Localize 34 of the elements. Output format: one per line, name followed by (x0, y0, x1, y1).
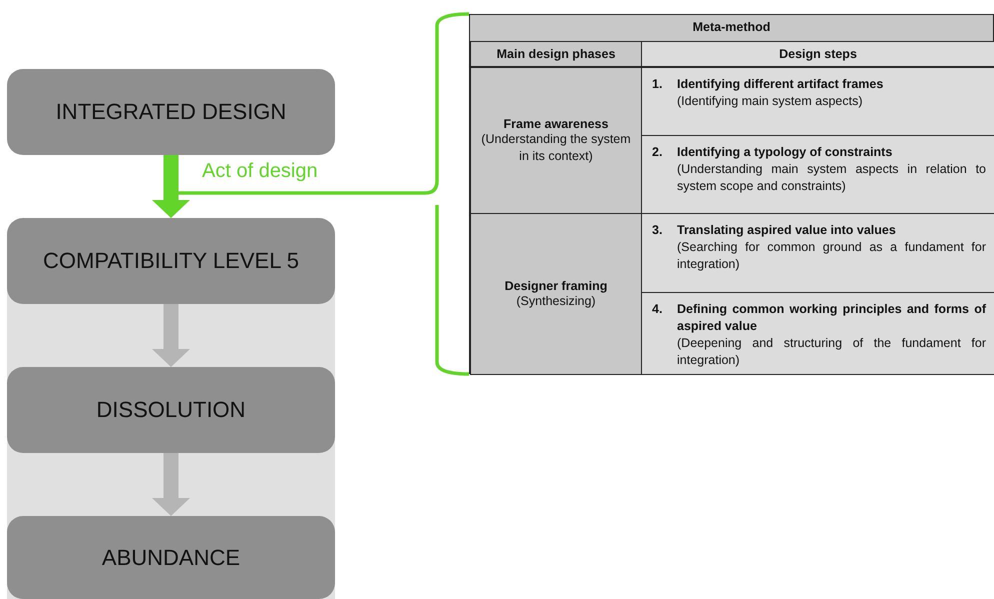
step-description: (Understanding main system aspects in relation to system scope and constraints) (677, 161, 986, 195)
step-number: 2. (652, 144, 662, 161)
step-cell (641, 213, 994, 293)
header-cell: Main design phases (470, 41, 642, 67)
phase-name: Frame awareness (504, 116, 608, 130)
step-cell (641, 135, 994, 214)
step-cell (641, 292, 994, 375)
step-cell (641, 67, 994, 136)
step-description: (Deepening and structuring of the fundament for integration) (677, 335, 986, 369)
process-box: COMPATIBILITY LEVEL 5 (7, 218, 335, 304)
step-description: (Searching for common ground as a fundament for integration) (677, 239, 986, 273)
process-box: INTEGRATED DESIGN (7, 69, 335, 155)
step-description: (Identifying main system aspects) (677, 93, 864, 110)
process-box: ABUNDANCE (7, 516, 335, 599)
step-number: 1. (652, 76, 662, 93)
phase-cell (470, 213, 642, 375)
table-title: Meta-method (692, 20, 772, 34)
process-box: DISSOLUTION (7, 367, 335, 453)
header-cell: Design steps (641, 41, 994, 67)
phase-name: Designer framing (504, 278, 608, 292)
step-number: 3. (652, 222, 662, 239)
arrow (152, 453, 190, 516)
step-title: Translating aspired value into values (677, 222, 897, 239)
method-table (469, 14, 994, 374)
step-title: Identifying a typology of constraints (677, 144, 894, 161)
phase-cell (470, 67, 642, 214)
step-title: Identifying different artifact frames (677, 76, 884, 93)
phase-description: (Synthesizing) (516, 293, 596, 310)
arrow (152, 155, 190, 218)
arrow (152, 304, 190, 367)
step-number: 4. (652, 301, 662, 318)
bracket-connector (176, 12, 471, 376)
step-title: Defining common working principles and forms of aspired value (677, 301, 986, 335)
phase-description: (Understanding the system in its context) (480, 130, 632, 164)
